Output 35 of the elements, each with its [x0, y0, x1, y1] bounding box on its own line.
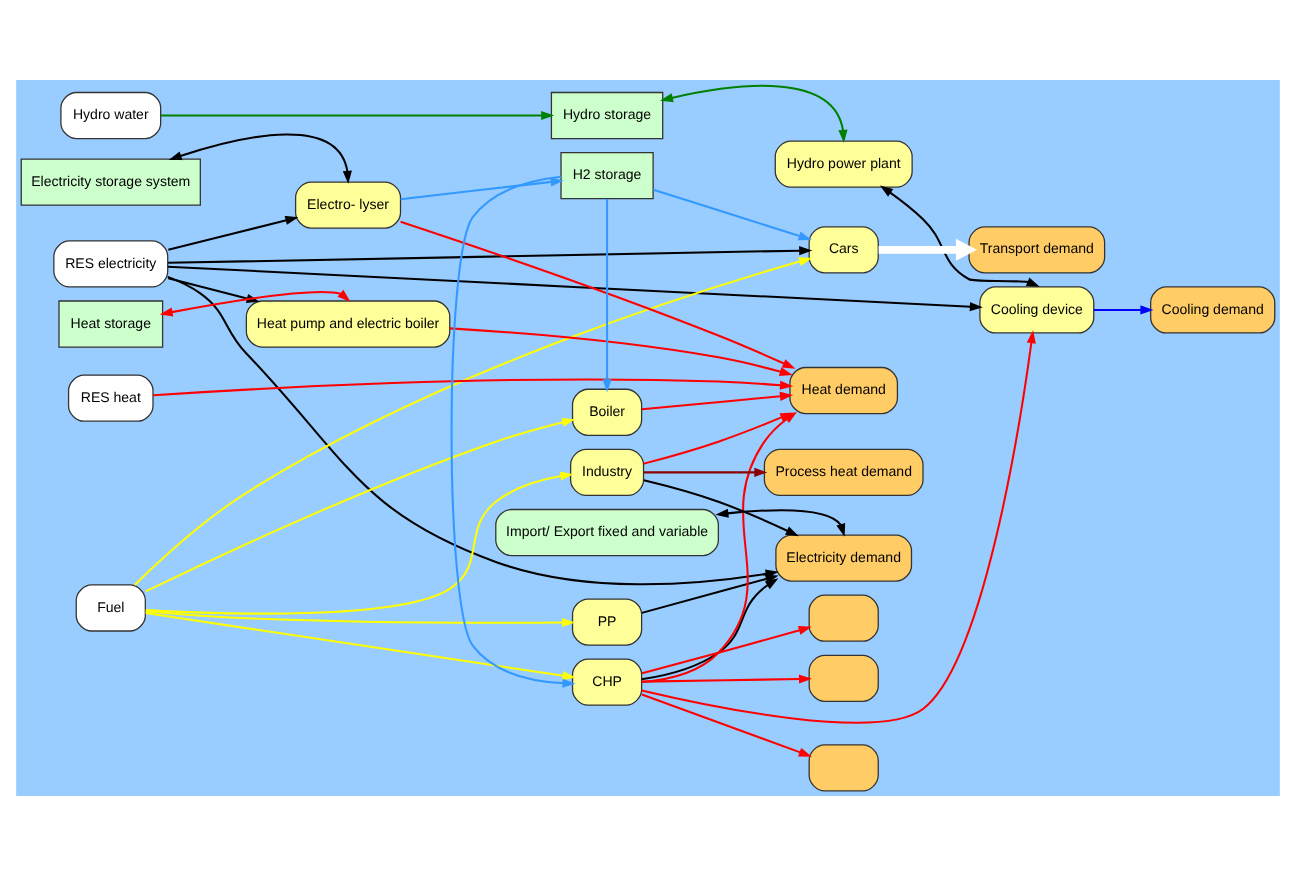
arrow [641, 673, 813, 683]
arrow [641, 624, 812, 674]
arrow [168, 214, 299, 250]
node-box [808, 593, 879, 641]
node-box [808, 743, 879, 791]
arrow [715, 507, 846, 536]
arrow [643, 411, 794, 464]
arrow [643, 478, 799, 536]
arrow [449, 326, 793, 375]
arrow [653, 187, 812, 240]
arrow [145, 609, 576, 627]
arrow [602, 198, 612, 392]
arrow [145, 416, 576, 592]
arrow [450, 174, 576, 687]
arrow [153, 377, 794, 396]
arrow [641, 692, 812, 756]
arrow [641, 390, 794, 410]
arrow [878, 237, 977, 260]
arrow [160, 109, 555, 120]
arrow [641, 573, 779, 613]
node-box [808, 653, 879, 701]
arrow [641, 577, 779, 680]
arrow [168, 245, 813, 263]
arrow [167, 264, 983, 311]
arrow [643, 466, 768, 476]
arrow [641, 329, 1036, 723]
arrow [659, 83, 848, 142]
arrow [159, 288, 351, 316]
arrow [1093, 304, 1154, 314]
arrow [400, 219, 796, 368]
arrow [879, 184, 1040, 286]
arrow [145, 470, 574, 614]
arrow [400, 176, 564, 200]
arrow [168, 132, 352, 183]
arrow [145, 611, 576, 680]
